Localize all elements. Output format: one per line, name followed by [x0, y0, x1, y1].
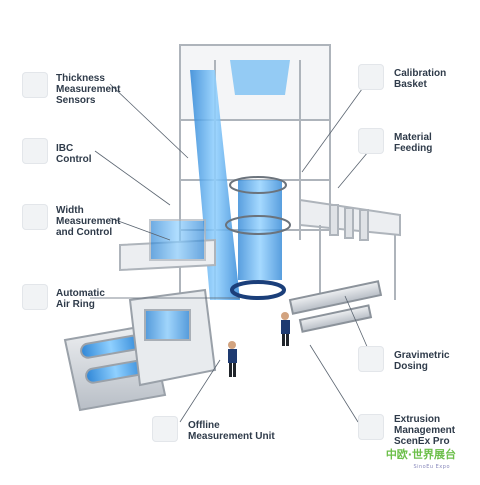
sensor-rail-icon — [22, 72, 48, 98]
right-platform — [299, 198, 401, 300]
callout-offline-measurement: Offline Measurement Unit — [188, 420, 275, 442]
callout-material-feeding: Material Feeding — [394, 132, 433, 154]
watermark-subtext: SinoEu Expo — [413, 464, 450, 470]
callout-width-measurement: Width Measurement and Control — [56, 205, 121, 238]
leader-lines — [90, 77, 379, 423]
extruders — [288, 280, 383, 333]
width-sensor-icon — [22, 204, 48, 230]
operators — [228, 312, 290, 377]
ibc-unit-icon — [22, 138, 48, 164]
winder — [63, 288, 217, 412]
callout-gravimetric-dosing: Gravimetric Dosing — [394, 350, 450, 372]
callout-thickness-sensors: Thickness Measurement Sensors — [56, 73, 121, 106]
watermark-logo: 中欧·世界展台 — [385, 448, 456, 461]
left-platform — [119, 219, 216, 272]
control-screen-icon — [358, 414, 384, 440]
film-web — [190, 60, 290, 300]
calibration-basket-icon — [358, 64, 384, 90]
material-feeding-icon — [358, 128, 384, 154]
dosing-unit-icon — [358, 346, 384, 372]
callout-ibc-control: IBC Control — [56, 143, 92, 165]
die-rings — [225, 176, 291, 300]
callout-air-ring: Automatic Air Ring — [56, 288, 105, 310]
callout-scenex-pro: Extrusion Management ScenEx Pro — [394, 414, 456, 447]
offline-unit-icon — [152, 416, 178, 442]
air-ring-icon — [22, 284, 48, 310]
callout-calibration-basket: Calibration Basket — [394, 68, 447, 90]
